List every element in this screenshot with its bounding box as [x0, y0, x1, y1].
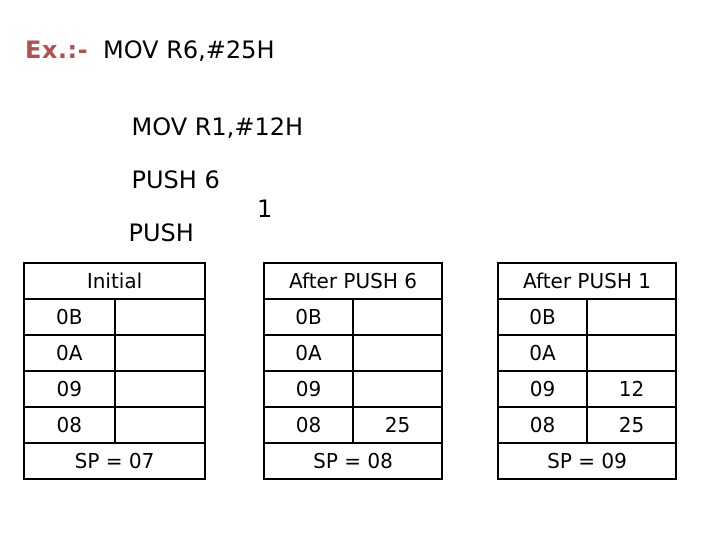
value-cell [113, 334, 206, 372]
value-cell [113, 298, 206, 336]
value-cell: 25 [352, 406, 443, 444]
value-cell [113, 370, 206, 408]
stack-row: 0B [263, 298, 443, 336]
address-cell: 0A [263, 334, 354, 372]
table-title-row: Initial [23, 262, 206, 300]
stack-pointer-row: SP = 07 [23, 442, 206, 480]
address-cell: 09 [23, 370, 116, 408]
instruction-mov-r6: MOV R6,#25H [103, 36, 275, 64]
stack-pointer-cell: SP = 08 [263, 442, 443, 480]
address-cell: 08 [263, 406, 354, 444]
instruction-mov-r1: MOV R1,#12H [131, 113, 304, 141]
stack-pointer-cell: SP = 07 [23, 442, 206, 480]
value-cell [586, 334, 677, 372]
stack-pointer-cell: SP = 09 [497, 442, 677, 480]
stack-row: 08 [23, 406, 206, 444]
code-line-4: PUSH 1 [98, 197, 273, 293]
table-title: Initial [23, 262, 206, 300]
stack-row: 0A [23, 334, 206, 372]
address-cell: 0B [263, 298, 354, 336]
address-cell: 0B [497, 298, 588, 336]
value-cell [586, 298, 677, 336]
code-line-2: MOV R1,#12H [101, 91, 304, 163]
address-cell: 09 [263, 370, 354, 408]
example-label: Ex.:- [25, 36, 89, 64]
value-cell: 25 [586, 406, 677, 444]
value-cell [352, 298, 443, 336]
table-title-row: After PUSH 1 [497, 262, 677, 300]
stack-row: 0A [263, 334, 443, 372]
value-cell [113, 406, 206, 444]
address-cell: 08 [497, 406, 588, 444]
address-cell: 0A [23, 334, 116, 372]
instruction-push: PUSH [128, 219, 194, 247]
value-cell [352, 370, 443, 408]
stack-row: 0A [497, 334, 677, 372]
instruction-push-6: PUSH 6 [131, 166, 220, 194]
address-cell: 0B [23, 298, 116, 336]
address-cell: 09 [497, 370, 588, 408]
value-cell: 12 [586, 370, 677, 408]
stack-row: 09 [263, 370, 443, 408]
stack-row: 09 [23, 370, 206, 408]
table-title: After PUSH 1 [497, 262, 677, 300]
instruction-push-operand: 1 [257, 195, 273, 223]
table-title: After PUSH 6 [263, 262, 443, 300]
stack-row: 0B [23, 298, 206, 336]
value-cell [352, 334, 443, 372]
address-cell: 0A [497, 334, 588, 372]
stack-row: 0B [497, 298, 677, 336]
code-line-3: PUSH 6 [101, 144, 220, 216]
address-cell: 08 [23, 406, 116, 444]
stack-pointer-row: SP = 08 [263, 442, 443, 480]
table-title-row: After PUSH 6 [263, 262, 443, 300]
stack-pointer-row: SP = 09 [497, 442, 677, 480]
code-line-1: Ex.:- Ex.:- MOV R6,#25H [25, 36, 275, 158]
